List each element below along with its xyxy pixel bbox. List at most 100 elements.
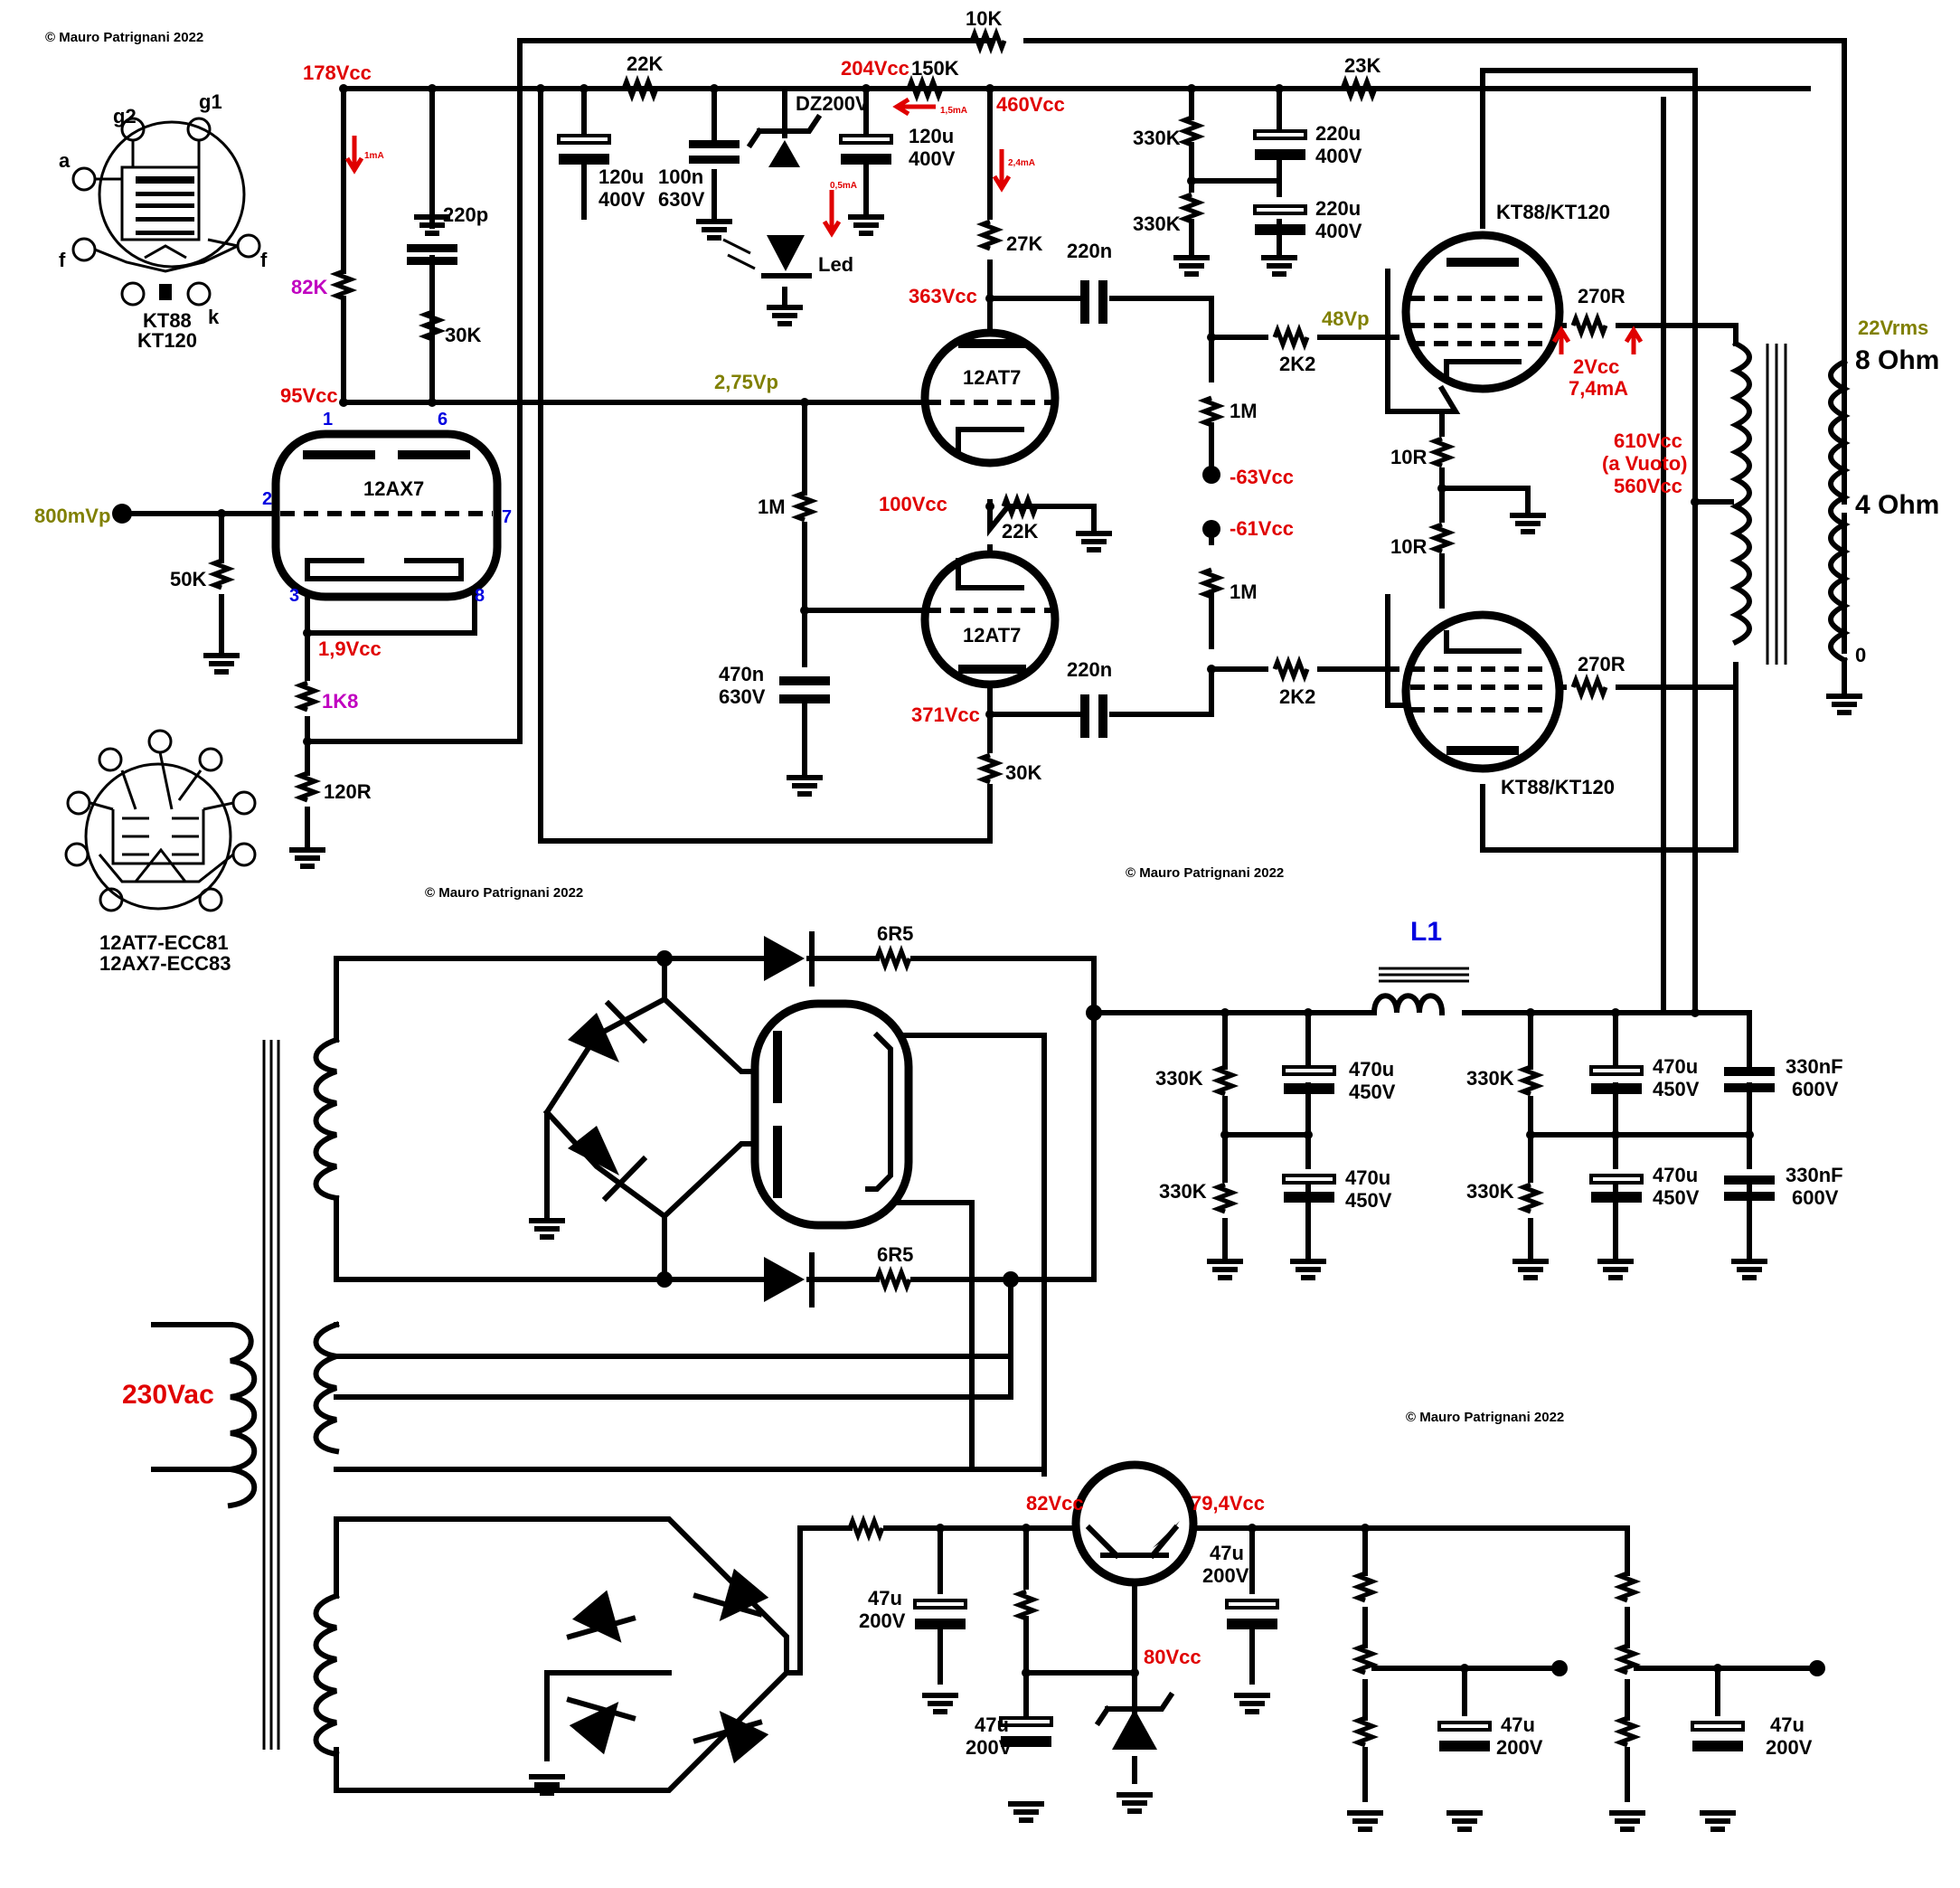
label-120r: 120R	[324, 780, 372, 803]
zener-dz200v	[768, 140, 800, 167]
resistor-30k-cathode	[975, 752, 1004, 785]
label-2vcc: 2Vcc	[1573, 355, 1619, 378]
resistor-330k-a1	[1211, 1064, 1239, 1097]
label-82vcc: 82Vcc	[1026, 1492, 1084, 1515]
kt88-pinout: g2 g1 a f f k KT88 KT120	[59, 90, 268, 352]
label-470u-a1: 470u	[1349, 1058, 1394, 1081]
label-330k-b: 330K	[1133, 212, 1181, 235]
resistor-1m-bias-top	[1197, 395, 1226, 428]
label-cap5-b: 400V	[1315, 220, 1362, 242]
12ax7-pinout-name1: 12AT7-ECC81	[99, 931, 229, 954]
input-terminal	[112, 504, 132, 524]
resistor-27k	[975, 219, 1004, 251]
label-460vcc: 460Vcc	[996, 93, 1065, 116]
label-800mvp: 800mVp	[34, 505, 110, 527]
junction-dots-hv	[656, 950, 1754, 1288]
label-1k8: 1K8	[322, 690, 358, 713]
resistor-adj2-bottom	[1613, 1715, 1642, 1748]
label-47u-adj2: 47u	[1770, 1713, 1805, 1736]
label-22k-mid: 22K	[1002, 520, 1038, 543]
label-cap2-a: 100n	[658, 165, 703, 188]
pin-8: 8	[475, 586, 485, 606]
label-610vcc: 610Vcc	[1614, 430, 1682, 452]
resistor-330k-a	[1177, 115, 1206, 147]
label-cap3-b: 400V	[909, 147, 956, 170]
kt88-pin-g1-label: g1	[199, 90, 222, 113]
label-50k: 50K	[170, 568, 206, 590]
label-470u-b1: 470u	[1653, 1055, 1698, 1078]
hv-capacitors	[1282, 1065, 1775, 1203]
resistor-150k	[906, 74, 944, 103]
tube-kt88-top-label: KT88/KT120	[1496, 201, 1610, 223]
resistor-10r-bottom	[1428, 522, 1456, 554]
label-450v-a2: 450V	[1345, 1189, 1392, 1212]
resistor-22k-mid	[1001, 492, 1039, 521]
label-100vcc: 100Vcc	[879, 493, 947, 515]
label-47u-adj1: 47u	[1501, 1713, 1535, 1736]
resistor-120r	[293, 770, 322, 803]
kt88-pin-f-right-label: f	[260, 249, 268, 271]
output-transformer	[1729, 339, 1851, 665]
bias-zener	[1094, 1691, 1175, 1750]
label-330k-b2: 330K	[1466, 1180, 1514, 1203]
label-23k: 23K	[1344, 54, 1380, 77]
power-transformer	[151, 1036, 340, 1758]
kt88-name1: KT88	[143, 309, 192, 332]
pin-2: 2	[262, 489, 272, 509]
tube-12at7-top-label: 12AT7	[963, 366, 1021, 389]
label-47u-base: 47u	[975, 1713, 1009, 1736]
label-6r5-bottom: 6R5	[877, 1243, 913, 1266]
label-cap4-b: 400V	[1315, 145, 1362, 167]
label-470u-a2: 470u	[1345, 1166, 1390, 1189]
label-204vcc: 204Vcc	[841, 57, 909, 80]
label-200v-adj1: 200V	[1496, 1736, 1543, 1759]
label-450v-b1: 450V	[1653, 1078, 1700, 1100]
label-47u-in: 47u	[868, 1587, 902, 1610]
label-600v-c2: 600V	[1792, 1186, 1839, 1209]
pin-1: 1	[323, 410, 333, 430]
label-a-vuoto: (a Vuoto)	[1602, 452, 1688, 475]
label-2-75vp: 2,75Vp	[714, 371, 778, 393]
tube-12ax7-input: 12AX7 1 2 3 6 7 8	[262, 410, 512, 606]
label-10r-bottom: 10R	[1390, 535, 1427, 558]
label-2-4ma: 2,4mA	[1008, 158, 1035, 168]
12ax7-pinout: 12AT7-ECC81 12AX7-ECC83	[64, 729, 257, 975]
label-330nf-c2: 330nF	[1786, 1164, 1843, 1186]
junction-dots-bias	[936, 1524, 1825, 1677]
resistor-23k	[1340, 74, 1378, 103]
tube-12at7-bottom-label: 12AT7	[963, 624, 1021, 647]
label-1m-bias-bottom: 1M	[1230, 581, 1258, 603]
label-1m-grid: 1M	[758, 496, 786, 518]
tube-kt88-bottom-label: KT88/KT120	[1501, 776, 1615, 798]
label-79-4vcc: 79,4Vcc	[1191, 1492, 1265, 1515]
resistor-adj1-top	[1351, 1571, 1380, 1603]
pin-7: 7	[502, 507, 512, 527]
amp-wiring	[119, 38, 1847, 1015]
label-560vcc: 560Vcc	[1614, 475, 1682, 497]
label-470u-b2: 470u	[1653, 1164, 1698, 1186]
resistor-bias-in	[847, 1514, 885, 1543]
zener-led-stack	[722, 113, 823, 278]
resistor-2k2-top	[1272, 323, 1310, 352]
resistor-50k	[207, 558, 236, 590]
label-minus-63vcc: -63Vcc	[1230, 466, 1294, 488]
12ax7-pinout-name2: 12AX7-ECC83	[99, 952, 231, 975]
label-cap2-b: 630V	[658, 188, 705, 211]
resistor-6r5-top	[874, 944, 912, 973]
kt88-name2: KT120	[137, 329, 197, 352]
label-4-ohm: 4 Ohm	[1855, 490, 1939, 520]
resistor-10r-top	[1428, 436, 1456, 468]
label-330k-a1: 330K	[1155, 1067, 1203, 1090]
kt88-pinout-circle	[98, 120, 246, 269]
label-270r-top: 270R	[1578, 285, 1625, 307]
copyright-top-left: © Mauro Patrignani 2022	[45, 30, 203, 45]
resistor-2k2-bottom	[1272, 655, 1310, 684]
label-230vac: 230Vac	[122, 1380, 214, 1410]
resistor-22k	[621, 74, 659, 103]
label-363vcc: 363Vcc	[909, 285, 977, 307]
label-48vp: 48Vp	[1322, 307, 1370, 330]
resistor-330k-b1	[1516, 1064, 1545, 1097]
led	[767, 235, 805, 271]
label-10k: 10K	[966, 7, 1002, 30]
resistor-330k-b2	[1516, 1182, 1545, 1214]
